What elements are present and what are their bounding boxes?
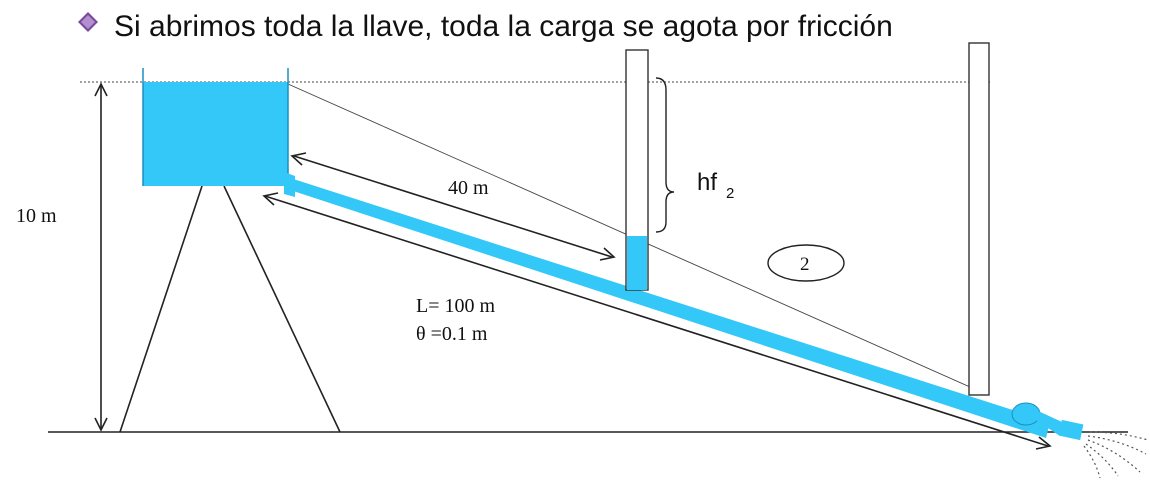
pipe-inlet xyxy=(284,172,295,197)
head-loss-label-group: hf xyxy=(697,169,717,196)
section-number-label: 2 xyxy=(800,254,810,275)
piezometer-tube-right xyxy=(968,42,990,396)
height-label: 10 m xyxy=(16,205,57,227)
sloped-pipe-water xyxy=(284,176,1050,438)
valve-icon xyxy=(1011,402,1084,441)
height-dimension-arrow xyxy=(94,82,108,432)
tank-support-left-leg xyxy=(119,185,203,433)
tank-support-right-leg xyxy=(223,185,341,433)
head-loss-brace xyxy=(655,77,675,233)
segment-length-label: 40 m xyxy=(448,177,489,199)
piezometer-tube-middle xyxy=(625,49,649,291)
title-bullet-icon xyxy=(78,12,98,32)
head-loss-subscript: 2 xyxy=(726,185,734,202)
segment-length-arrow xyxy=(290,152,616,261)
water-tank xyxy=(143,82,288,186)
pipe-diameter-label: θ =0.1 m xyxy=(416,323,488,345)
pipe-length-label: L= 100 m xyxy=(416,295,495,317)
pipe-length-arrow xyxy=(262,192,1052,450)
head-loss-label: hf xyxy=(697,169,717,196)
section-marker xyxy=(767,244,845,282)
slide-title: Si abrimos toda la llave, toda la carga … xyxy=(114,10,893,43)
water-spray-icon xyxy=(1083,431,1149,479)
